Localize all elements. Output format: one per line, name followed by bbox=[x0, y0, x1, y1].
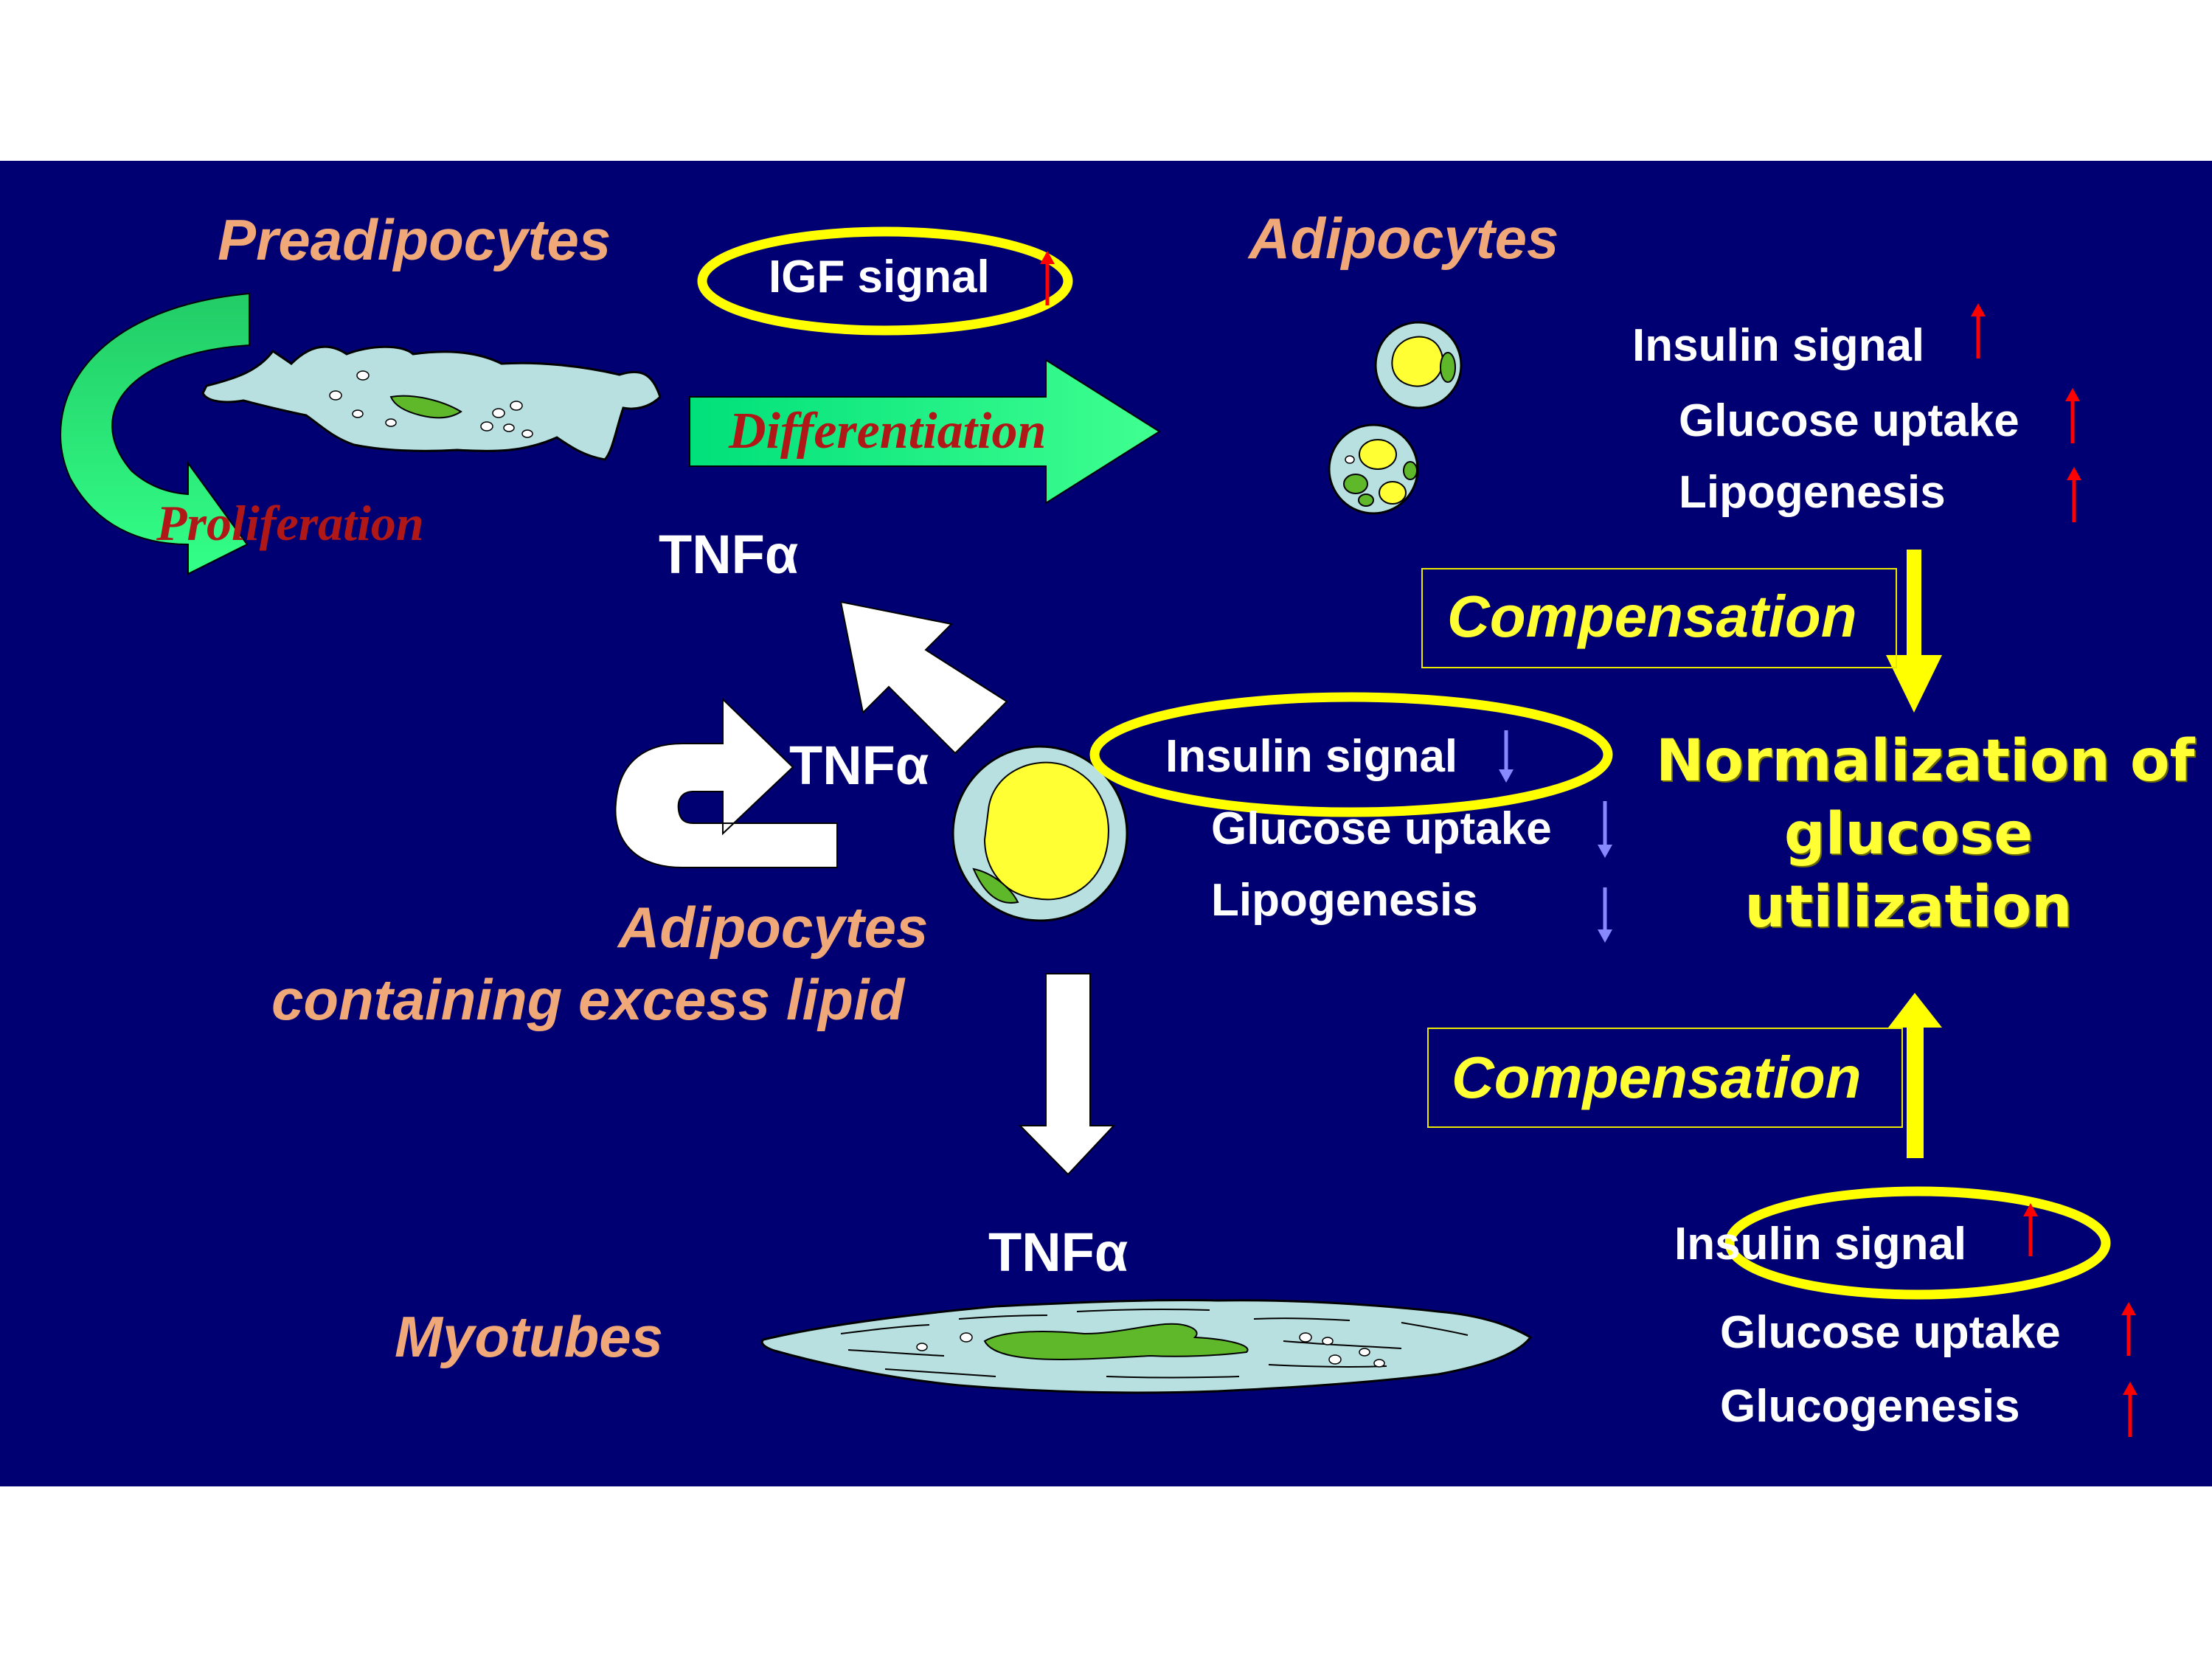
outcome-line-2: glucose bbox=[1783, 801, 2034, 867]
down-arrow-lipid-insulin bbox=[1499, 730, 1514, 783]
myotube-cell bbox=[760, 1299, 1533, 1394]
proliferation-label: Proliferation bbox=[156, 495, 424, 551]
adipocyte-cell-small-2 bbox=[1328, 423, 1419, 515]
myotube-effect-insulin: Insulin signal bbox=[1674, 1219, 1967, 1270]
lipid-effect-insulin: Insulin signal bbox=[1165, 731, 1458, 782]
tnf-label-lower: TNFα bbox=[988, 1222, 1128, 1283]
compensation-box-top bbox=[1421, 568, 1897, 668]
up-arrow-adipocyte-insulin bbox=[1971, 303, 1986, 359]
myotubes-label: Myotubes bbox=[395, 1304, 664, 1369]
up-arrow-adipocyte-glucose bbox=[2065, 388, 2080, 443]
compensation-label-bottom: Compensation bbox=[1452, 1045, 1862, 1110]
compensation-arrow-up bbox=[1888, 993, 1942, 1158]
up-arrow-igf bbox=[1040, 251, 1055, 305]
proliferation-arrow bbox=[60, 292, 250, 575]
adipocyte-cell-small-1 bbox=[1374, 321, 1463, 409]
differentiation-arrow bbox=[689, 359, 1161, 505]
up-arrow-myotube-insulin bbox=[2023, 1203, 2038, 1256]
outcome-line-3: utilization bbox=[1744, 874, 2073, 941]
differentiation-label: Differentiation bbox=[729, 403, 1047, 460]
tnf-label-middle: TNFα bbox=[789, 735, 929, 796]
diagram-artwork bbox=[60, 226, 2138, 1437]
lipid-adipocytes-label-line-2: containing excess lipid bbox=[271, 967, 905, 1032]
tnf-arrow-up-left bbox=[839, 600, 1008, 755]
preadipocyte-cell bbox=[201, 345, 662, 461]
up-arrow-myotube-glucose bbox=[2121, 1302, 2136, 1356]
myotube-effect-glucose: Glucose uptake bbox=[1720, 1307, 2061, 1358]
down-arrow-lipid-lipogenesis bbox=[1598, 887, 1612, 943]
tnf-arrow-down bbox=[1018, 973, 1116, 1176]
adipocyte-effect-glucose: Glucose uptake bbox=[1679, 395, 2019, 446]
adipocyte-effect-insulin: Insulin signal bbox=[1632, 320, 1925, 371]
lipid-adipocyte-cell bbox=[951, 745, 1128, 922]
igf-signal-label: IGF signal bbox=[769, 252, 990, 302]
tnf-autocrine-arrow bbox=[614, 697, 838, 868]
tnf-label-upper: TNFα bbox=[659, 524, 799, 585]
outcome-line-1: Normalization of bbox=[1656, 728, 2195, 794]
myotube-effect-glucogenesis: Glucogenesis bbox=[1720, 1381, 2020, 1432]
lipid-effect-glucose: Glucose uptake bbox=[1211, 803, 1552, 854]
insulin-signal-highlight-bottom bbox=[1724, 1186, 2111, 1300]
down-arrow-lipid-glucose bbox=[1598, 801, 1612, 858]
igf-signal-highlight bbox=[697, 226, 1073, 336]
adipocyte-effect-lipogenesis: Lipogenesis bbox=[1679, 467, 1946, 518]
compensation-arrow-down bbox=[1886, 550, 1942, 713]
up-arrow-myotube-glucogenesis bbox=[2123, 1382, 2138, 1437]
lipid-adipocytes-label-line-1: Adipocytes bbox=[618, 895, 929, 960]
lipid-effect-lipogenesis: Lipogenesis bbox=[1211, 875, 1478, 926]
insulin-signal-highlight-mid bbox=[1089, 692, 1613, 817]
up-arrow-adipocyte-lipogenesis bbox=[2067, 467, 2081, 522]
adipocytes-label: Adipocytes bbox=[1249, 206, 1559, 271]
compensation-box-bottom bbox=[1427, 1028, 1903, 1128]
compensation-label-top: Compensation bbox=[1447, 583, 1857, 649]
preadipocytes-label: Preadipocytes bbox=[218, 207, 611, 272]
diagram-slide: Preadipocytes IGF signal Adipocytes Diff… bbox=[0, 161, 2212, 1486]
